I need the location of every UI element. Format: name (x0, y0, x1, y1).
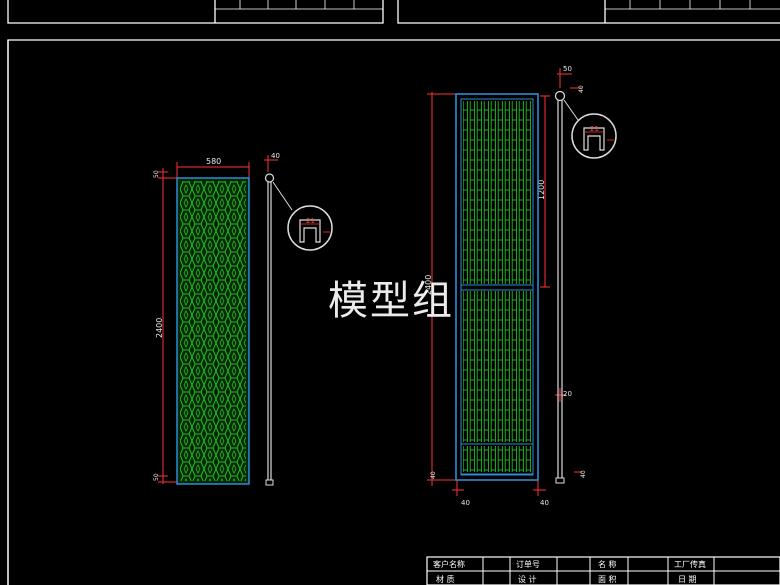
title-block: 客户名称 订单号 名 称 工厂传真 材 质 设 计 面 积 日 期 (426, 556, 780, 585)
right-height-label: 2400 (424, 275, 433, 295)
right-side-bottom-label: 40 (580, 470, 587, 478)
right-detail-label: 21 (590, 125, 599, 133)
main-frame (7, 39, 780, 585)
title-block-name-label: 名 称 (598, 559, 617, 569)
right-top-label: 50 (563, 65, 572, 73)
right-panel-upper-slats (463, 101, 531, 284)
left-panel-dimensions (158, 155, 278, 484)
right-panel-bottom-band (460, 443, 534, 475)
right-panel-side-profile (554, 90, 579, 484)
top-right-frame (397, 0, 780, 24)
left-detail-callout: 21 (287, 205, 333, 251)
watermark-text: 模型组 (328, 278, 454, 324)
title-block-fax-label: 工厂传真 (674, 559, 706, 569)
right-bottom-right-label: 40 (540, 499, 549, 507)
right-upper-label: 1200 (537, 180, 546, 200)
right-detail-top-label: 40 (578, 85, 585, 93)
left-panel-drawing: 580 40 50 50 2400 (153, 152, 333, 486)
top-frames (7, 0, 780, 24)
title-block-design-label: 设 计 (518, 574, 537, 584)
title-block-client-label: 客户名称 (433, 559, 465, 569)
left-detail-label: 21 (306, 217, 315, 225)
title-block-date-label: 日 期 (678, 575, 697, 584)
right-bottom-left-label: 40 (461, 499, 470, 507)
title-block-area-label: 面 积 (598, 574, 617, 584)
title-block-order-label: 订单号 (516, 559, 540, 569)
right-mid-label: 20 (563, 390, 572, 398)
left-panel-hex-lattice (180, 181, 246, 481)
left-panel-side-profile (264, 173, 293, 486)
right-panel-drawing: 50 40 1200 2400 20 40 40 40 40 (424, 65, 617, 507)
left-width-label: 580 (206, 157, 221, 166)
right-foot-label: 40 (430, 471, 437, 479)
right-panel-dimensions (427, 68, 582, 496)
left-end-label-bottom: 50 (153, 473, 160, 481)
title-block-material-label: 材 质 (436, 574, 455, 584)
right-panel-lower-slats (463, 291, 531, 442)
left-end-label-top: 50 (153, 170, 160, 178)
top-left-frame (7, 0, 384, 24)
right-detail-callout: 21 (571, 113, 617, 159)
right-panel-mid-rail (460, 284, 534, 291)
left-top-label: 40 (271, 152, 280, 160)
left-height-label: 2400 (155, 318, 164, 338)
right-panel-bottom-slats (463, 446, 531, 472)
